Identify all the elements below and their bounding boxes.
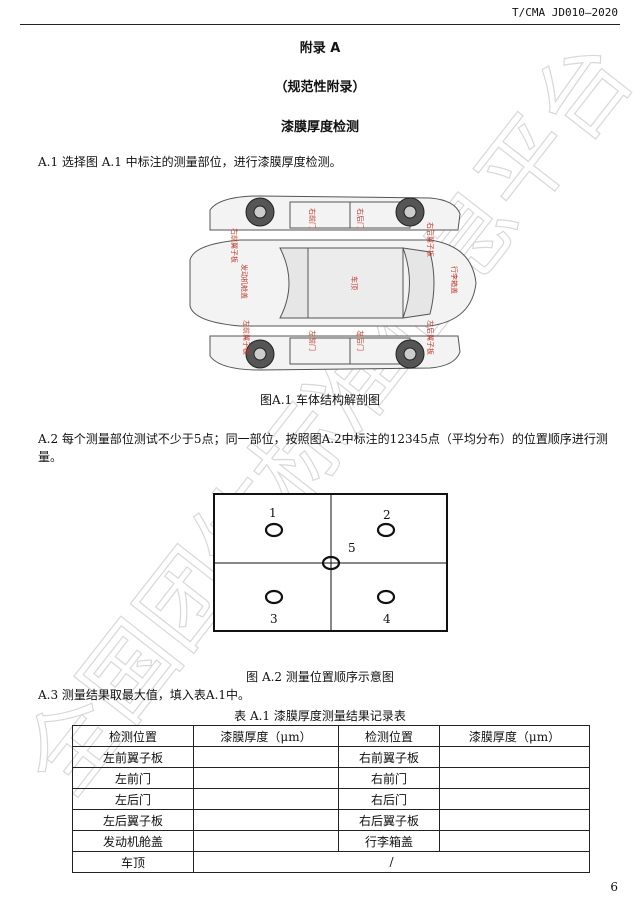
point-4-marker — [376, 589, 396, 605]
label-lr-door: 左后门 — [356, 330, 365, 351]
header-cell: 检测位置 — [72, 725, 194, 747]
thickness-cell[interactable] — [439, 767, 590, 789]
position-cell: 发动机舱盖 — [72, 830, 194, 852]
thickness-cell[interactable] — [439, 746, 590, 768]
table-row: 左前门 右前门 — [72, 767, 590, 789]
table-row: 车顶 / — [72, 851, 590, 873]
thickness-cell[interactable] — [439, 830, 590, 852]
position-cell: 左前翼子板 — [72, 746, 194, 768]
clause-a2: A.2 每个测量部位测试不少于5点；同一部位，按照图A.2中标注的12345点（… — [38, 432, 608, 464]
page-number: 6 — [610, 880, 618, 894]
label-trunk: 行李箱盖 — [450, 266, 459, 294]
header-cell: 检测位置 — [338, 725, 440, 747]
roof-area — [307, 247, 404, 319]
label-roof: 车顶 — [350, 276, 359, 290]
position-cell: 左后门 — [72, 788, 194, 810]
label-lf-fender: 左前翼子板 — [242, 320, 251, 355]
table-row: 左前翼子板 右前翼子板 — [72, 746, 590, 768]
point-1-marker — [264, 522, 284, 538]
appendix-title: 附录 A — [299, 41, 341, 56]
wheel-hub — [253, 347, 267, 361]
roof-value-cell: / — [193, 851, 590, 873]
results-table: 检测位置 漆膜厚度（μm） 检测位置 漆膜厚度（μm） 左前翼子板 右前翼子板 … — [72, 725, 590, 873]
position-cell: 行李箱盖 — [338, 830, 440, 852]
position-cell: 右前翼子板 — [338, 746, 440, 768]
header-rule — [20, 24, 620, 25]
label-lf-door: 左前门 — [308, 330, 317, 351]
position-cell: 右前门 — [338, 767, 440, 789]
label-rf-fender: 右前翼子板 — [230, 228, 239, 263]
left-side-panel — [209, 335, 461, 371]
thickness-cell[interactable] — [193, 830, 339, 852]
point-3-label: 3 — [270, 612, 278, 626]
label-hood: 发动机舱盖 — [240, 264, 249, 299]
point-4-label: 4 — [383, 612, 391, 626]
label-rr-fender: 右后翼子板 — [426, 222, 435, 257]
position-cell: 左前门 — [72, 767, 194, 789]
table-header-row: 检测位置 漆膜厚度（μm） 检测位置 漆膜厚度（μm） — [72, 725, 590, 747]
label-rr-door: 右后门 — [356, 208, 365, 229]
point-5-marker — [321, 555, 341, 571]
position-cell: 车顶 — [72, 851, 194, 873]
thickness-cell[interactable] — [193, 809, 339, 831]
wheel-hub — [403, 347, 417, 361]
clause-a3: A.3 测量结果取最大值，填入表A.1中。 — [38, 688, 251, 702]
thickness-cell[interactable] — [193, 788, 339, 810]
wheel-hub — [253, 205, 267, 219]
point-5-label: 5 — [348, 541, 356, 555]
thickness-cell[interactable] — [439, 788, 590, 810]
right-side-panel — [209, 195, 461, 231]
table-row: 发动机舱盖 行李箱盖 — [72, 830, 590, 852]
point-2-marker — [376, 522, 396, 538]
table-row: 左后翼子板 右后翼子板 — [72, 809, 590, 831]
label-rf-door: 右前门 — [308, 208, 317, 229]
figure-a1-caption: 图A.1 车体结构解剖图 — [260, 393, 380, 407]
thickness-cell[interactable] — [439, 809, 590, 831]
header-cell: 漆膜厚度（μm） — [439, 725, 590, 747]
car-body-diagram: 右前翼子板 右前门 右后门 右后翼子板 发动机舱盖 车顶 行李箱盖 左前翼子板 … — [189, 195, 477, 371]
appendix-subtitle: （规范性附录） — [274, 80, 366, 95]
rear-glass — [402, 247, 435, 319]
point-2-label: 2 — [383, 508, 391, 522]
figure-a2-caption: 图 A.2 测量位置顺序示意图 — [246, 670, 394, 684]
wheel-hub — [403, 205, 417, 219]
thickness-cell[interactable] — [193, 767, 339, 789]
header-cell: 漆膜厚度（μm） — [193, 725, 339, 747]
position-cell: 右后翼子板 — [338, 809, 440, 831]
label-lr-fender: 左后翼子板 — [426, 320, 435, 355]
point-1-label: 1 — [269, 506, 277, 520]
table-row: 左后门 右后门 — [72, 788, 590, 810]
measurement-point-diagram: 1 2 5 3 4 — [213, 493, 448, 632]
thickness-cell[interactable] — [193, 746, 339, 768]
table-title: 表 A.1 漆膜厚度测量结果记录表 — [234, 709, 406, 723]
position-cell: 右后门 — [338, 788, 440, 810]
appendix-heading: 漆膜厚度检测 — [280, 120, 359, 135]
document-number: T/CMA JD010—2020 — [512, 6, 618, 19]
position-cell: 左后翼子板 — [72, 809, 194, 831]
clause-a1: A.1 选择图 A.1 中标注的测量部位，进行漆膜厚度检测。 — [38, 155, 342, 169]
point-3-marker — [264, 589, 284, 605]
